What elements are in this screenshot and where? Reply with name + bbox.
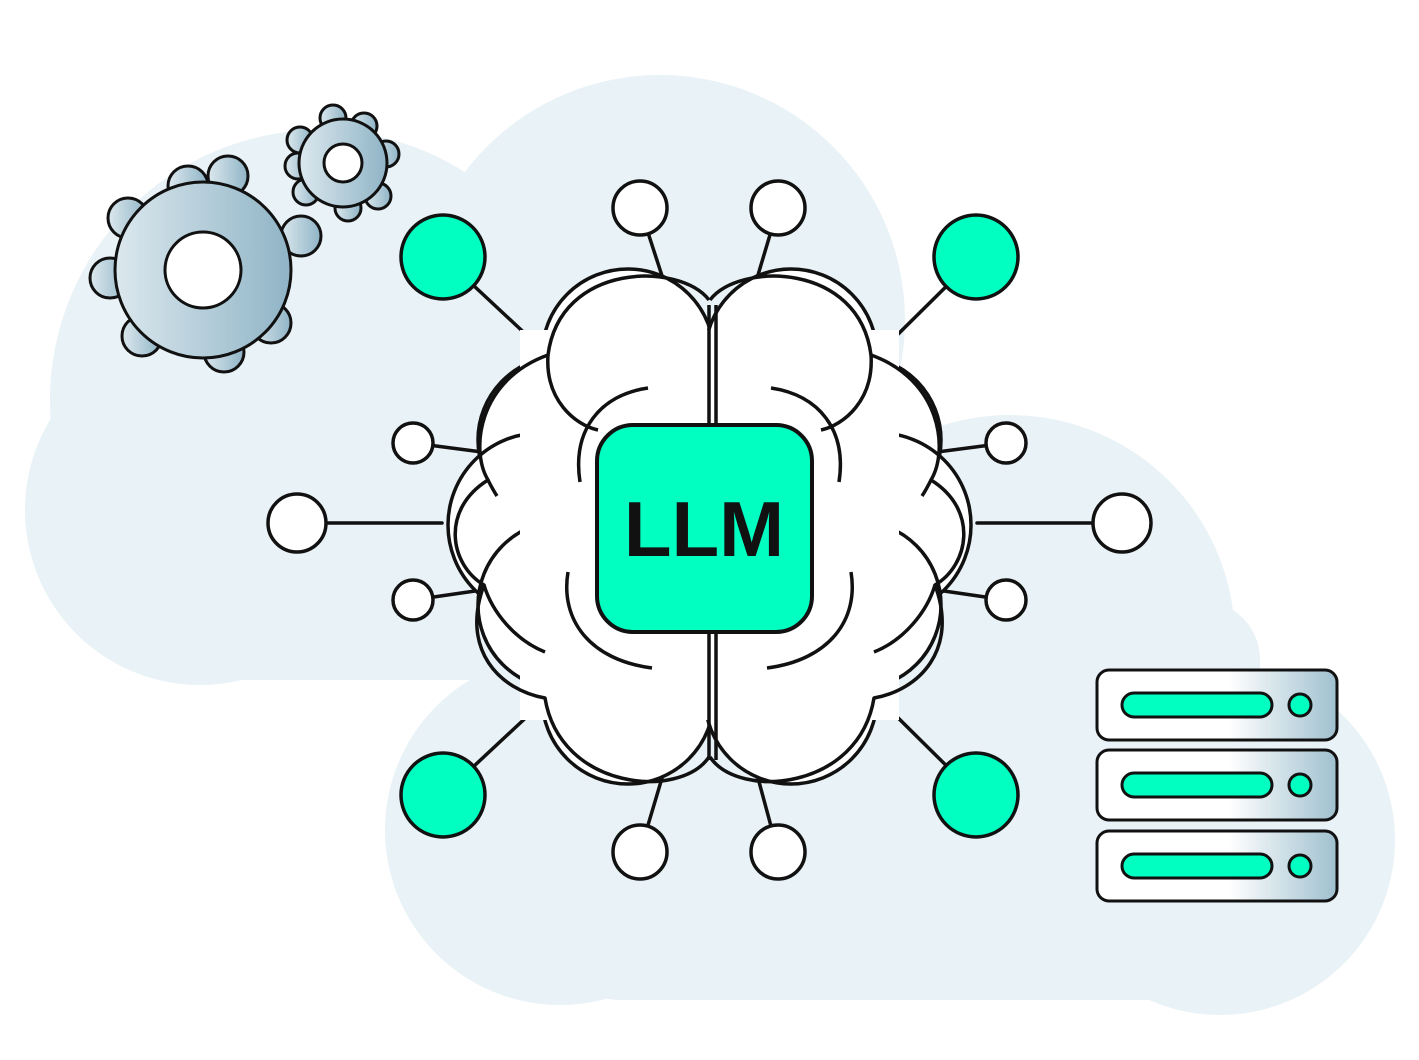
network-nodes — [266, 179, 1153, 881]
node-bottom-2 — [749, 823, 807, 881]
node-left-upper — [391, 421, 435, 465]
large-gear-icon — [88, 154, 323, 374]
node-left-lower — [391, 578, 435, 622]
node-right-middle — [1091, 492, 1153, 554]
node-right-lower — [984, 578, 1028, 622]
node-right-upper — [984, 421, 1028, 465]
server-rack-icon — [1095, 668, 1339, 903]
accent-node-top-left — [399, 213, 487, 301]
server-unit-1 — [1095, 668, 1339, 742]
llm-chip-label: LLM — [624, 485, 784, 573]
accent-node-bottom-right — [932, 751, 1020, 839]
accent-node-top-right — [932, 213, 1020, 301]
node-bottom-1 — [611, 823, 669, 881]
server-unit-2 — [1095, 748, 1339, 822]
server-unit-3 — [1095, 829, 1339, 903]
node-top-2 — [749, 179, 807, 237]
gears-icon — [88, 103, 401, 374]
node-top-1 — [611, 179, 669, 237]
brain-icon — [446, 267, 973, 786]
accent-node-bottom-left — [399, 751, 487, 839]
llm-chip: LLM — [595, 423, 814, 634]
small-gear-icon — [283, 103, 401, 223]
node-left-middle — [266, 492, 328, 554]
